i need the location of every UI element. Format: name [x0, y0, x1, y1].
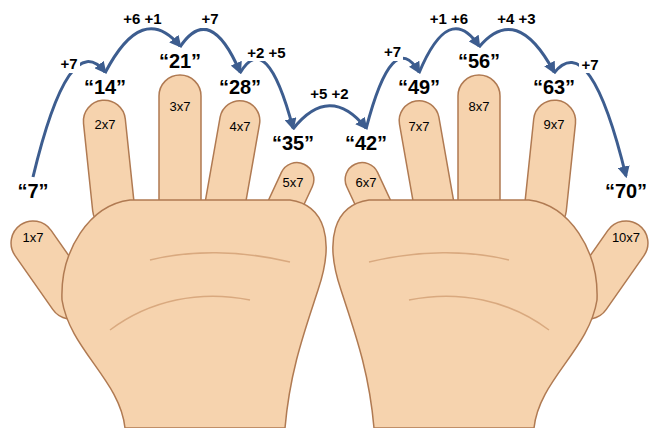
left-hand — [2, 75, 326, 428]
finger-node: “35” 5x7 — [268, 132, 319, 191]
multiplication-fact: 4x7 — [230, 120, 251, 134]
finger-node: “14” 2x7 — [80, 76, 131, 133]
right-hand — [333, 75, 657, 428]
step-label: +2 +5 — [245, 45, 287, 62]
finger-node: “49” 7x7 — [394, 76, 445, 135]
product-value: “21” — [159, 50, 201, 72]
step-label: +7 — [199, 11, 220, 28]
step-label: +1 +6 — [428, 11, 470, 28]
multiplication-fact: 10x7 — [612, 231, 640, 245]
step-arrow — [293, 106, 366, 129]
product-value: “14” — [84, 76, 126, 98]
product-value: “28” — [219, 76, 261, 98]
finger-node: “63” 9x7 — [529, 76, 580, 133]
step-label: +5 +2 — [308, 86, 350, 103]
product-value: “35” — [272, 132, 314, 154]
multiplication-fact: 3x7 — [170, 100, 191, 114]
finger-node: “21” 3x7 — [155, 50, 206, 115]
multiplication-fact: 2x7 — [95, 118, 116, 132]
finger-node: “56” 8x7 — [454, 50, 505, 115]
step-label: +7 — [58, 56, 79, 73]
multiplication-fact: 6x7 — [356, 176, 377, 190]
multiplication-fact: 7x7 — [409, 120, 430, 134]
finger-node: “70” 10x7 — [601, 180, 652, 246]
multiplication-fact: 9x7 — [544, 118, 565, 132]
multiplication-fact: 5x7 — [283, 176, 304, 190]
product-value: “56” — [458, 50, 500, 72]
product-value: “63” — [533, 76, 575, 98]
finger-node: “7” 1x7 — [13, 180, 53, 246]
multiplication-fact: 1x7 — [23, 231, 44, 245]
finger-node: “28” 4x7 — [215, 76, 266, 135]
product-value: “7” — [17, 180, 48, 202]
step-label: +4 +3 — [495, 11, 537, 28]
step-label: +7 — [382, 44, 403, 61]
step-label: +7 — [579, 57, 600, 74]
product-value: “42” — [345, 132, 387, 154]
finger-node: “42” 6x7 — [341, 132, 392, 191]
product-value: “49” — [398, 76, 440, 98]
multiplication-fact: 8x7 — [469, 100, 490, 114]
product-value: “70” — [605, 180, 647, 202]
step-label: +6 +1 — [121, 11, 163, 28]
